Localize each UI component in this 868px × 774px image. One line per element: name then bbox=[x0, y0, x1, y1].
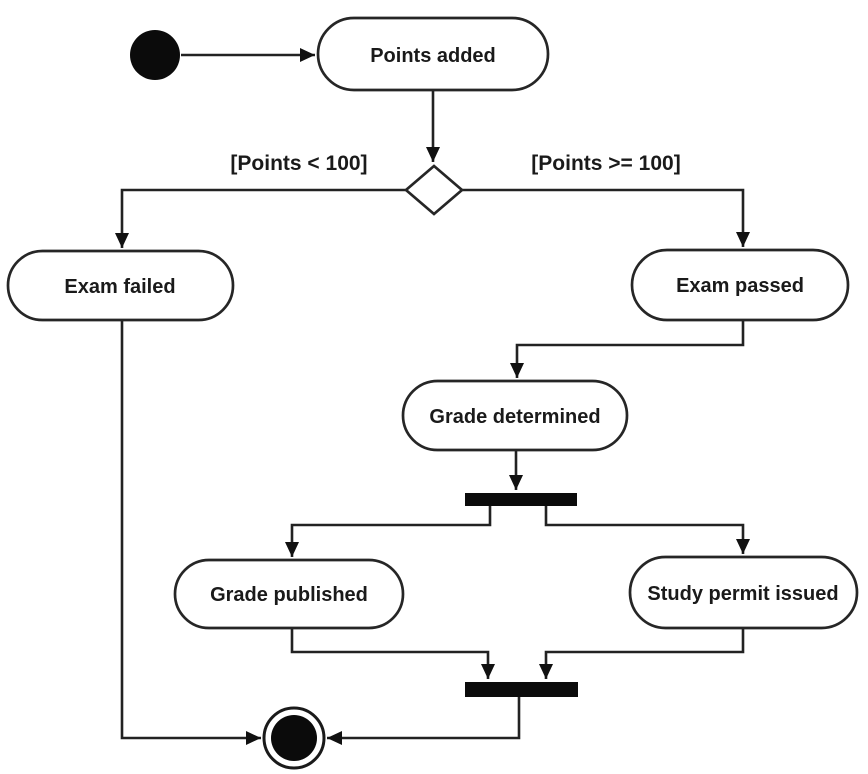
activity-grade-published: Grade published bbox=[173, 558, 405, 630]
decision-diamond-icon bbox=[403, 164, 465, 216]
activity-study-permit-issued-label: Study permit issued bbox=[647, 583, 838, 605]
edge-fork-to-grade-published bbox=[285, 506, 492, 557]
activity-grade-determined: Grade determined bbox=[401, 379, 629, 452]
final-state-inner-dot bbox=[271, 715, 317, 761]
edge-exam-failed-to-final bbox=[120, 320, 261, 745]
edge-study-permit-issued-to-join bbox=[539, 628, 745, 679]
activity-exam-failed-label: Exam failed bbox=[64, 276, 175, 298]
edge-join-to-final bbox=[327, 697, 521, 745]
activity-points-added-label: Points added bbox=[370, 45, 496, 67]
activity-exam-passed-shape bbox=[630, 248, 850, 322]
activity-points-added-shape bbox=[316, 16, 550, 92]
activity-study-permit-issued: Study permit issued bbox=[628, 555, 859, 630]
activity-grade-published-shape bbox=[173, 558, 405, 630]
activity-grade-published-label: Grade published bbox=[210, 584, 368, 606]
edge-exam-passed-to-grade-determined bbox=[510, 320, 745, 378]
edge-decision-to-exam-passed bbox=[462, 188, 750, 247]
activity-exam-failed-shape bbox=[6, 249, 235, 322]
activity-grade-determined-label: Grade determined bbox=[429, 406, 600, 428]
join-bar-icon bbox=[465, 682, 578, 697]
activity-study-permit-issued-shape bbox=[628, 555, 859, 630]
final-state-icon bbox=[262, 706, 326, 770]
edge-fork-to-study-permit-issued bbox=[544, 506, 750, 554]
initial-state-icon bbox=[130, 30, 180, 80]
edge-decision-to-exam-failed bbox=[115, 188, 406, 248]
edge-grade-published-to-join bbox=[290, 628, 495, 679]
activity-exam-failed: Exam failed bbox=[6, 249, 235, 322]
guard-points-lt-100: [Points < 100] bbox=[230, 152, 367, 175]
activity-points-added: Points added bbox=[316, 16, 550, 92]
fork-bar-icon bbox=[465, 493, 577, 506]
activity-exam-passed-label: Exam passed bbox=[676, 275, 804, 297]
activity-exam-passed: Exam passed bbox=[630, 248, 850, 322]
guard-points-gte-100: [Points >= 100] bbox=[531, 152, 680, 175]
activity-grade-determined-shape bbox=[401, 379, 629, 452]
